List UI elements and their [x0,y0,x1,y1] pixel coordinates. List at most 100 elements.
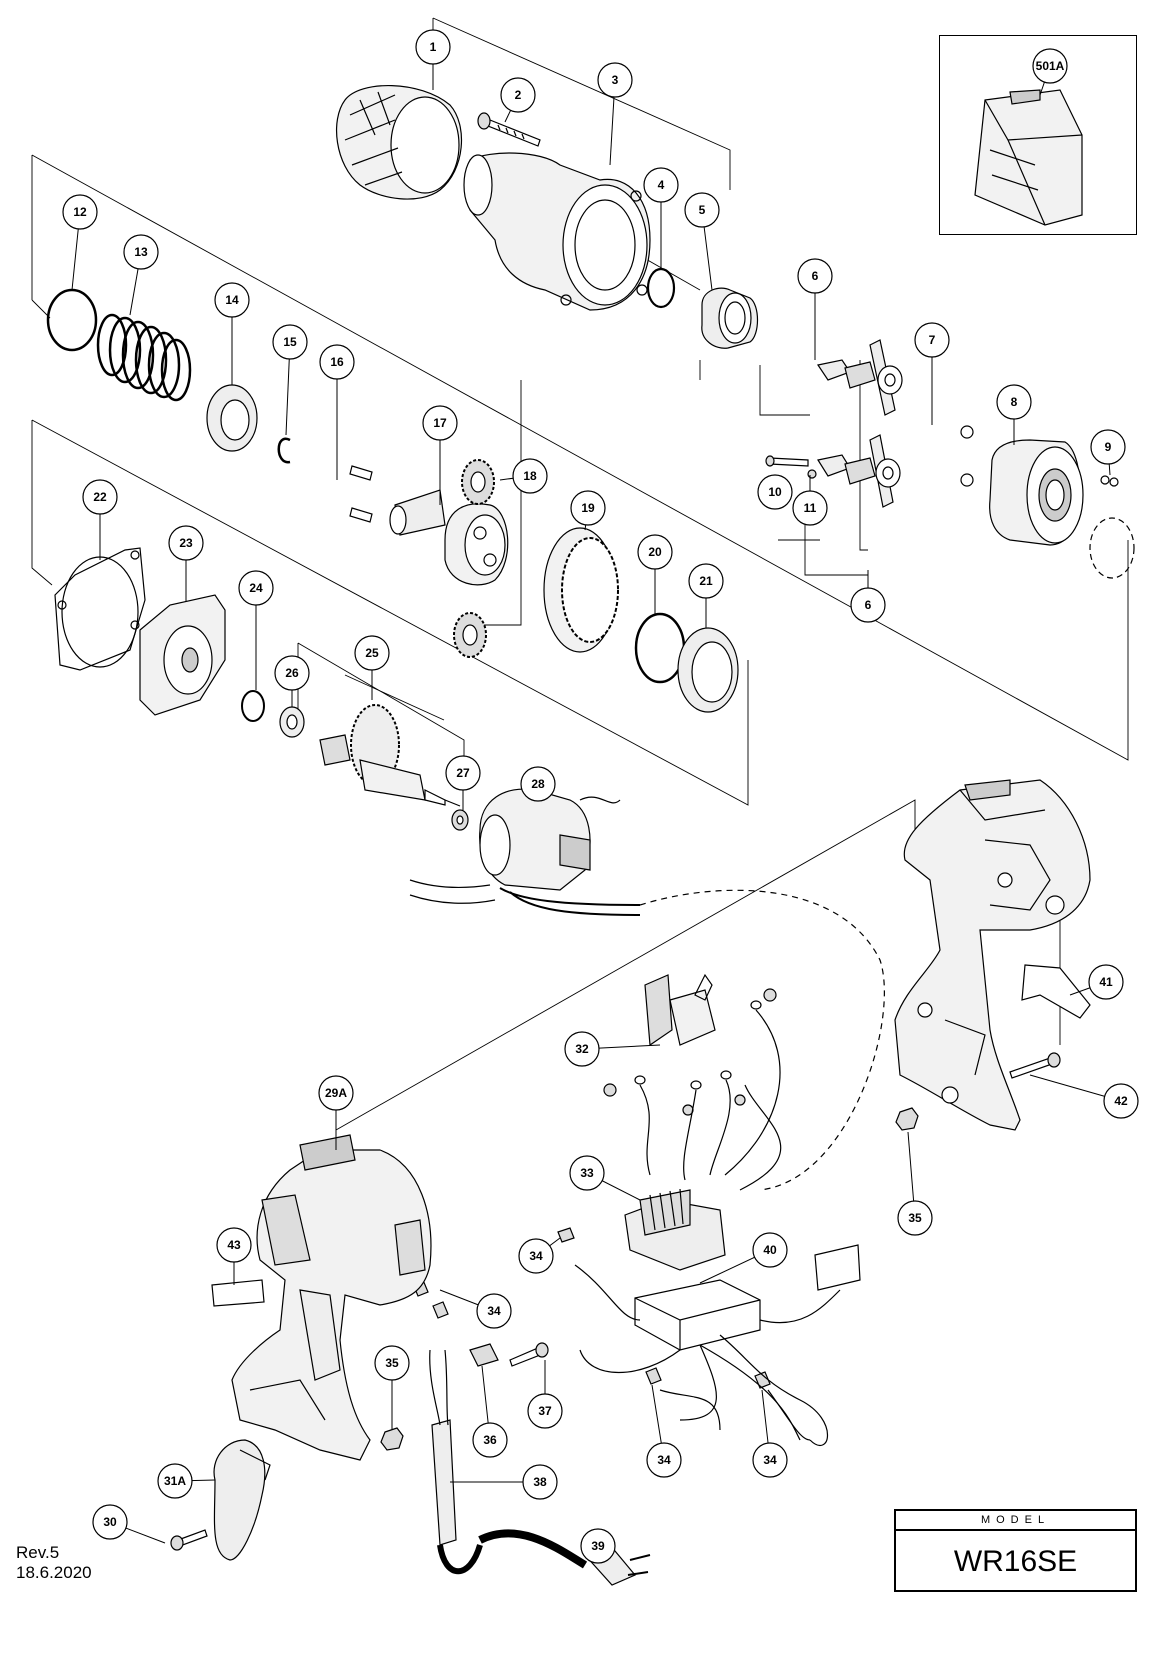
callout-number: 37 [538,1404,552,1418]
controller-part [574,1244,861,1447]
callout-number: 36 [483,1433,497,1447]
callout-11: 11 [792,475,828,526]
callout-circle [238,570,274,606]
callout-circle [157,1463,193,1499]
callout-circle [1103,1083,1139,1119]
callout-circle [597,62,633,98]
callout-20: 20 [637,534,673,614]
callout-number: 35 [908,1211,922,1225]
callout-number: 3 [612,73,619,87]
internal-gear-part [543,527,619,653]
gasket-part [54,547,146,671]
tapping-screw-part [509,1342,549,1367]
callout-number: 27 [456,766,470,780]
seal-part [677,627,739,713]
callout-34d: 34 [752,1389,788,1478]
name-plate-part [211,1279,265,1307]
callout-circle [318,1075,354,1111]
ball-bearing-part [279,706,305,738]
callout-12: 12 [62,194,98,291]
callout-2: 2 [500,77,536,123]
steel-balls-part [1089,475,1135,579]
callout-number: 15 [283,335,297,349]
callout-circle [123,234,159,270]
spindle-part [389,489,509,586]
callout-number: 21 [699,574,713,588]
hammer-part [989,439,1084,546]
callout-number: 5 [699,203,706,217]
screw-part [412,1227,771,1389]
callout-36: 36 [472,1365,508,1458]
callout-number: 13 [134,245,148,259]
callout-circle [757,474,793,510]
callout-27: 27 [445,755,481,810]
callout-circle [914,322,950,358]
power-cord-part [478,1529,651,1586]
callout-circle [422,405,458,441]
callout-circle [374,1345,410,1381]
callout-40: 40 [699,1232,788,1284]
callout-34b: 34 [439,1289,512,1329]
callout-circle [643,167,679,203]
model-box: MODEL WR16SE [894,1509,1137,1592]
callout-number: 35 [385,1356,399,1370]
steel-ball-part [960,473,974,487]
o-ring-part [634,612,686,684]
callout-41: 41 [1069,964,1124,1000]
callout-number: 34 [763,1453,777,1467]
callout-circle [792,490,828,526]
revision-block: Rev.5 18.6.2020 [16,1543,92,1583]
callout-38: 38 [450,1464,558,1500]
callout-number: 18 [523,469,537,483]
bushing-part [701,287,759,349]
washer-part [46,288,98,352]
callout-10: 10 [757,474,793,510]
callout-circle [476,1293,512,1329]
bolt-part [477,112,541,147]
callout-circle [518,1238,554,1274]
callout-number: 20 [648,545,662,559]
callout-31A: 31A [157,1463,216,1499]
callout-number: 19 [581,501,595,515]
callout-18: 18 [499,458,548,494]
callout-number: 501A [1036,59,1065,73]
callout-circle [850,587,886,623]
callout-number: 43 [227,1238,241,1252]
callout-501A: 501A [1032,48,1068,96]
callout-9: 9 [1090,429,1126,476]
callout-30: 30 [92,1504,166,1544]
callout-16: 16 [319,344,355,480]
callout-number: 28 [531,777,545,791]
callout-28: 28 [520,766,556,802]
callout-21: 21 [688,563,724,628]
callout-circle [637,534,673,570]
o-ring-part [646,267,676,309]
lead-wires [659,1389,721,1431]
callout-1: 1 [415,29,451,90]
housing-left-part [231,1134,432,1461]
callout-circle [415,29,451,65]
callout-number: 17 [433,416,447,430]
callout-circle [216,1227,252,1263]
callout-circle [272,324,308,360]
callout-circle [168,525,204,561]
screw-part [170,1529,208,1551]
cord-armor-part [429,1349,483,1575]
callout-circle [580,1528,616,1564]
bearing-holder-part [139,594,226,716]
callout-34c: 34 [646,1384,682,1478]
steel-ball-part [960,425,974,439]
callout-number: 30 [103,1515,117,1529]
callout-number: 38 [533,1475,547,1489]
spring-part [96,313,192,402]
callout-number: 32 [575,1042,589,1056]
callout-circle [1032,48,1068,84]
housing-right-part [894,779,1091,1131]
hex-nut-part [895,1107,919,1131]
callout-circle [897,1200,933,1236]
callout-number: 12 [73,205,87,219]
callout-number: 6 [812,269,819,283]
callout-circle [62,194,98,230]
anvil-part [817,339,903,416]
